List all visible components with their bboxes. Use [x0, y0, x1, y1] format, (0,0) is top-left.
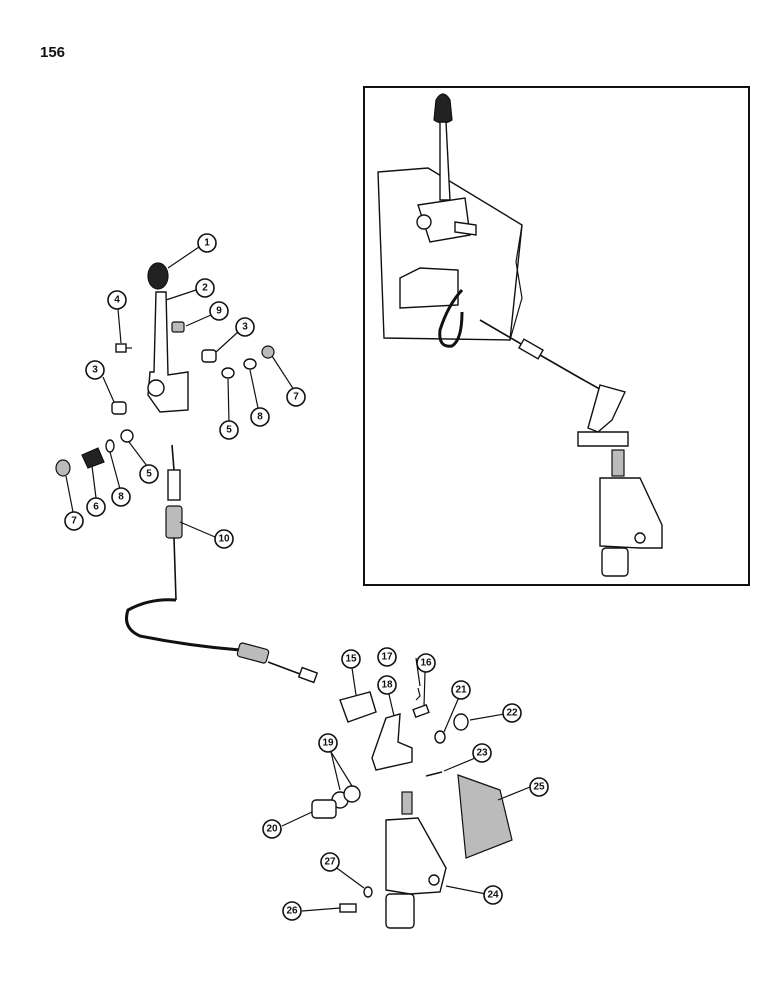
callout-22: 22 — [502, 703, 522, 723]
callout-label: 24 — [487, 890, 499, 901]
callout-label: 3 — [92, 365, 98, 376]
valve-linkage-parts — [311, 687, 513, 929]
callout-label: 8 — [118, 492, 124, 503]
callout-label: 20 — [266, 824, 278, 835]
callout-label: 2 — [202, 283, 208, 294]
callout-label: 19 — [322, 738, 334, 749]
callout-label: 6 — [93, 502, 99, 513]
callout-8: 8 — [111, 487, 131, 507]
callout-label: 26 — [286, 906, 298, 917]
callout-15: 15 — [341, 649, 361, 669]
inset-lever-knob — [433, 93, 453, 124]
knob-part — [147, 262, 169, 290]
page-number: 156 — [40, 44, 66, 61]
callout-2: 2 — [195, 278, 215, 298]
callout-5: 5 — [139, 464, 159, 484]
leader-lines — [65, 246, 531, 912]
callout-label: 27 — [324, 857, 336, 868]
callout-6: 6 — [86, 497, 106, 517]
callout-24: 24 — [483, 885, 503, 905]
callout-label: 7 — [293, 392, 299, 403]
callout-9: 9 — [209, 301, 229, 321]
callout-5: 5 — [219, 420, 239, 440]
callout-16: 16 — [416, 653, 436, 673]
callout-label: 23 — [476, 748, 488, 759]
lever-group-parts — [55, 262, 275, 477]
callout-4: 4 — [107, 290, 127, 310]
callout-3: 3 — [85, 360, 105, 380]
gasket-part — [457, 774, 513, 859]
callout-17: 17 — [377, 647, 397, 667]
callout-label: 18 — [381, 680, 393, 691]
callout-27: 27 — [320, 852, 340, 872]
callout-7: 7 — [64, 511, 84, 531]
callout-19: 19 — [318, 733, 338, 753]
assembly-inset-frame — [363, 86, 750, 586]
callout-label: 17 — [381, 652, 393, 663]
callout-10: 10 — [214, 529, 234, 549]
inset-assembly-drawing — [377, 93, 663, 577]
callout-label: 5 — [226, 425, 232, 436]
valve-arm-part — [371, 713, 413, 771]
callout-21: 21 — [451, 680, 471, 700]
callout-label: 7 — [71, 516, 77, 527]
callout-3: 3 — [235, 317, 255, 337]
callout-label: 3 — [242, 322, 248, 333]
callout-label: 8 — [257, 412, 263, 423]
callout-label: 25 — [533, 782, 545, 793]
callout-label: 5 — [146, 469, 152, 480]
callout-label: 21 — [455, 685, 467, 696]
callout-1: 1 — [197, 233, 217, 253]
callout-20: 20 — [262, 819, 282, 839]
callout-8: 8 — [250, 407, 270, 427]
callout-label: 22 — [506, 708, 518, 719]
callout-label: 9 — [216, 306, 222, 317]
callout-25: 25 — [529, 777, 549, 797]
control-cable-part — [125, 444, 319, 684]
callout-label: 10 — [218, 534, 230, 545]
callout-label: 4 — [114, 295, 120, 306]
callout-7: 7 — [286, 387, 306, 407]
callout-label: 16 — [420, 658, 432, 669]
valve-body-part — [385, 817, 447, 895]
callout-label: 1 — [204, 238, 210, 249]
callout-23: 23 — [472, 743, 492, 763]
callout-26: 26 — [282, 901, 302, 921]
callout-label: 15 — [345, 654, 357, 665]
callout-18: 18 — [377, 675, 397, 695]
